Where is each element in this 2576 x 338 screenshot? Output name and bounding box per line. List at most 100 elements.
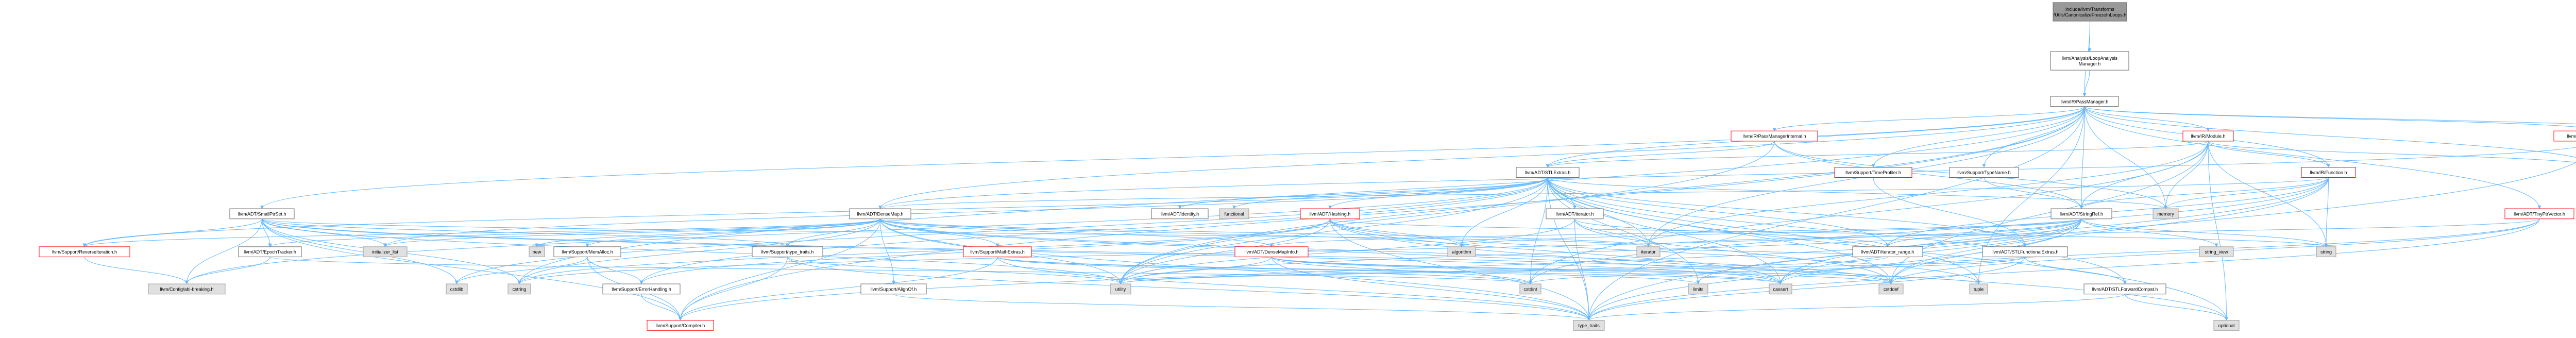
node-function-box	[2301, 167, 2356, 178]
node-memory: memory	[2153, 208, 2179, 219]
node-smallptrset-box	[229, 208, 295, 219]
node-tuple-box	[1969, 283, 1988, 295]
node-memalloc-box	[553, 246, 621, 258]
node-densemap[interactable]: llvm/ADT/DenseMap.h	[849, 208, 911, 219]
edge-passmanager-to-stringref	[2079, 106, 2085, 209]
edge-stlfunctionalextras-to-stlforwardcompat	[2025, 257, 2127, 284]
edge-hashing-to-cassert	[1330, 218, 1783, 284]
node-densemap-label: llvm/ADT/DenseMap.h	[857, 211, 903, 216]
node-identity-box	[1151, 208, 1209, 219]
node-iteratorrange[interactable]: llvm/ADT/iterator_range.h	[1852, 246, 1923, 258]
edge-stringref-to-typetraitsstd	[1587, 218, 2082, 321]
edge-passmanager-to-cstring	[517, 106, 2085, 284]
node-function[interactable]: llvm/IR/Function.h	[2301, 167, 2356, 178]
node-stlforwardcompat[interactable]: llvm/ADT/STLForwardCompat.h	[2083, 283, 2166, 295]
node-cstddef-label: cstddef	[1884, 286, 1899, 292]
edge-passmanager-to-densemap	[878, 106, 2085, 209]
node-memalloc[interactable]: llvm/Support/MemAlloc.h	[553, 246, 621, 258]
edge-module-to-string	[2208, 141, 2328, 247]
node-errorhandling[interactable]: llvm/Support/ErrorHandling.h	[602, 283, 681, 295]
node-errorhandling-label: llvm/Support/ErrorHandling.h	[612, 286, 671, 292]
edge-adtiterator-to-utility	[1118, 218, 1575, 284]
node-new-label: new	[533, 249, 541, 255]
node-tinyptrvector[interactable]: llvm/ADT/TinyPtrVector.h	[2504, 208, 2574, 219]
node-adtiterator[interactable]: llvm/ADT/iterator.h	[1546, 208, 1604, 219]
node-stlfunctionalextras[interactable]: llvm/ADT/STLFunctionalExtras.h	[1982, 246, 2068, 258]
edge-smallptrset-to-typetraits	[262, 218, 789, 247]
node-passmanager-box	[2050, 96, 2119, 107]
node-iteratorrange-label: llvm/ADT/iterator_range.h	[1861, 249, 1914, 255]
edge-hashing-to-utility	[1118, 218, 1330, 284]
node-passmanager[interactable]: llvm/IR/PassManager.h	[2050, 96, 2119, 107]
edge-densemap-to-cassert	[880, 218, 1783, 284]
node-cassert: cassert	[1769, 283, 1792, 295]
nodes-layer: include/llvm/Transforms/Utils/Canonicali…	[39, 2, 2576, 331]
node-hashing[interactable]: llvm/ADT/Hashing.h	[1300, 208, 1360, 219]
edge-stringref-to-string	[2081, 218, 2328, 247]
node-root[interactable]: include/llvm/Transforms/Utils/Canonicali…	[2053, 2, 2127, 22]
edge-stlextras-to-typetraitsstd	[1547, 177, 1591, 321]
node-timeprofiler-box	[1834, 167, 1912, 178]
node-module[interactable]: llvm/IR/Module.h	[2182, 130, 2234, 142]
node-passinstrumentation[interactable]: llvm/IR/PassInstrumentation.h	[2553, 130, 2576, 142]
node-passmanagerinternal-label: llvm/IR/PassManagerInternal.h	[1742, 134, 1806, 139]
edge-function-to-string	[2324, 177, 2329, 247]
node-typetraits-box	[752, 246, 823, 258]
node-typetraits-label: llvm/Support/type_traits.h	[761, 249, 814, 255]
edge-passmanager-to-tinyptrvector	[2084, 106, 2541, 209]
node-cstring: cstring	[507, 283, 531, 295]
edge-module-to-memory	[2164, 141, 2209, 209]
node-root-box	[2053, 2, 2127, 22]
edge-stringref-to-cassert	[1778, 218, 2082, 284]
edge-iteratorrange-to-iterator	[1647, 246, 1888, 258]
edge-iteratorrange-to-utility	[1118, 257, 1888, 284]
node-identity[interactable]: llvm/ADT/identity.h	[1151, 208, 1209, 219]
node-stlextras-box	[1516, 167, 1580, 178]
node-loopanalysis-box	[2050, 51, 2129, 71]
node-passmanagerinternal[interactable]: llvm/IR/PassManagerInternal.h	[1731, 130, 1818, 142]
node-string_view: string_view	[2199, 246, 2234, 258]
edge-errorhandling-to-compiler	[641, 294, 682, 321]
node-initializer_list-label: initializer_list	[372, 249, 399, 255]
node-typename-box	[1949, 167, 2019, 178]
node-reverseiteration-label: llvm/Support/ReverseIteration.h	[52, 249, 117, 255]
node-typename[interactable]: llvm/Support/TypeName.h	[1949, 167, 2019, 178]
node-new-box	[529, 246, 545, 258]
node-cstdlib-box	[446, 283, 468, 295]
node-timeprofiler[interactable]: llvm/Support/TimeProfiler.h	[1834, 167, 1912, 178]
node-typetraits[interactable]: llvm/Support/type_traits.h	[752, 246, 823, 258]
edge-adtiterator-to-iteratorrange	[1574, 218, 1890, 247]
node-cstdint-label: cstdint	[1523, 286, 1537, 292]
node-string_view-label: string_view	[2205, 249, 2228, 255]
edge-stlextras-to-identity	[1178, 177, 1548, 209]
node-epochtracker[interactable]: llvm/ADT/EpochTracker.h	[238, 246, 302, 258]
edge-module-to-iterator	[1647, 141, 2209, 247]
node-algorithm-label: algorithm	[1452, 249, 1471, 255]
node-mathextras[interactable]: llvm/Support/MathExtras.h	[963, 246, 1032, 258]
node-string: string	[2316, 246, 2336, 258]
node-passinstrumentation-box	[2553, 130, 2576, 142]
node-stlfunctionalextras-box	[1982, 246, 2068, 258]
edge-stlforwardcompat-to-typetraitsstd	[1587, 294, 2125, 321]
node-densemap-box	[849, 208, 911, 219]
node-stlextras[interactable]: llvm/ADT/STLExtras.h	[1516, 167, 1580, 178]
node-adtiterator-label: llvm/ADT/iterator.h	[1555, 211, 1594, 216]
node-alignof[interactable]: llvm/Support/AlignOf.h	[860, 283, 927, 295]
node-compiler[interactable]: llvm/Support/Compiler.h	[647, 320, 714, 331]
edge-stringref-to-string_view	[2081, 218, 2218, 247]
edge-densemap-to-memalloc	[585, 218, 880, 247]
node-smallptrset[interactable]: llvm/ADT/SmallPtrSet.h	[229, 208, 295, 219]
node-cstddef-box	[1878, 283, 1904, 295]
node-algorithm: algorithm	[1447, 246, 1476, 258]
node-densemapinfo[interactable]: llvm/ADT/DenseMapInfo.h	[1234, 246, 1309, 258]
node-reverseiteration[interactable]: llvm/Support/ReverseIteration.h	[39, 246, 130, 258]
edge-adtiterator-to-cstddef	[1574, 218, 1893, 284]
edge-passmanagerinternal-to-stlextras	[1546, 141, 1775, 168]
node-stringref[interactable]: llvm/ADT/StringRef.h	[2050, 208, 2112, 219]
node-module-label: llvm/IR/Module.h	[2191, 134, 2225, 139]
edge-stlextras-to-tuple	[1547, 177, 1980, 284]
node-typename-label: llvm/Support/TypeName.h	[1957, 170, 2011, 175]
node-cstring-label: cstring	[513, 286, 527, 292]
node-string_view-box	[2199, 246, 2234, 258]
